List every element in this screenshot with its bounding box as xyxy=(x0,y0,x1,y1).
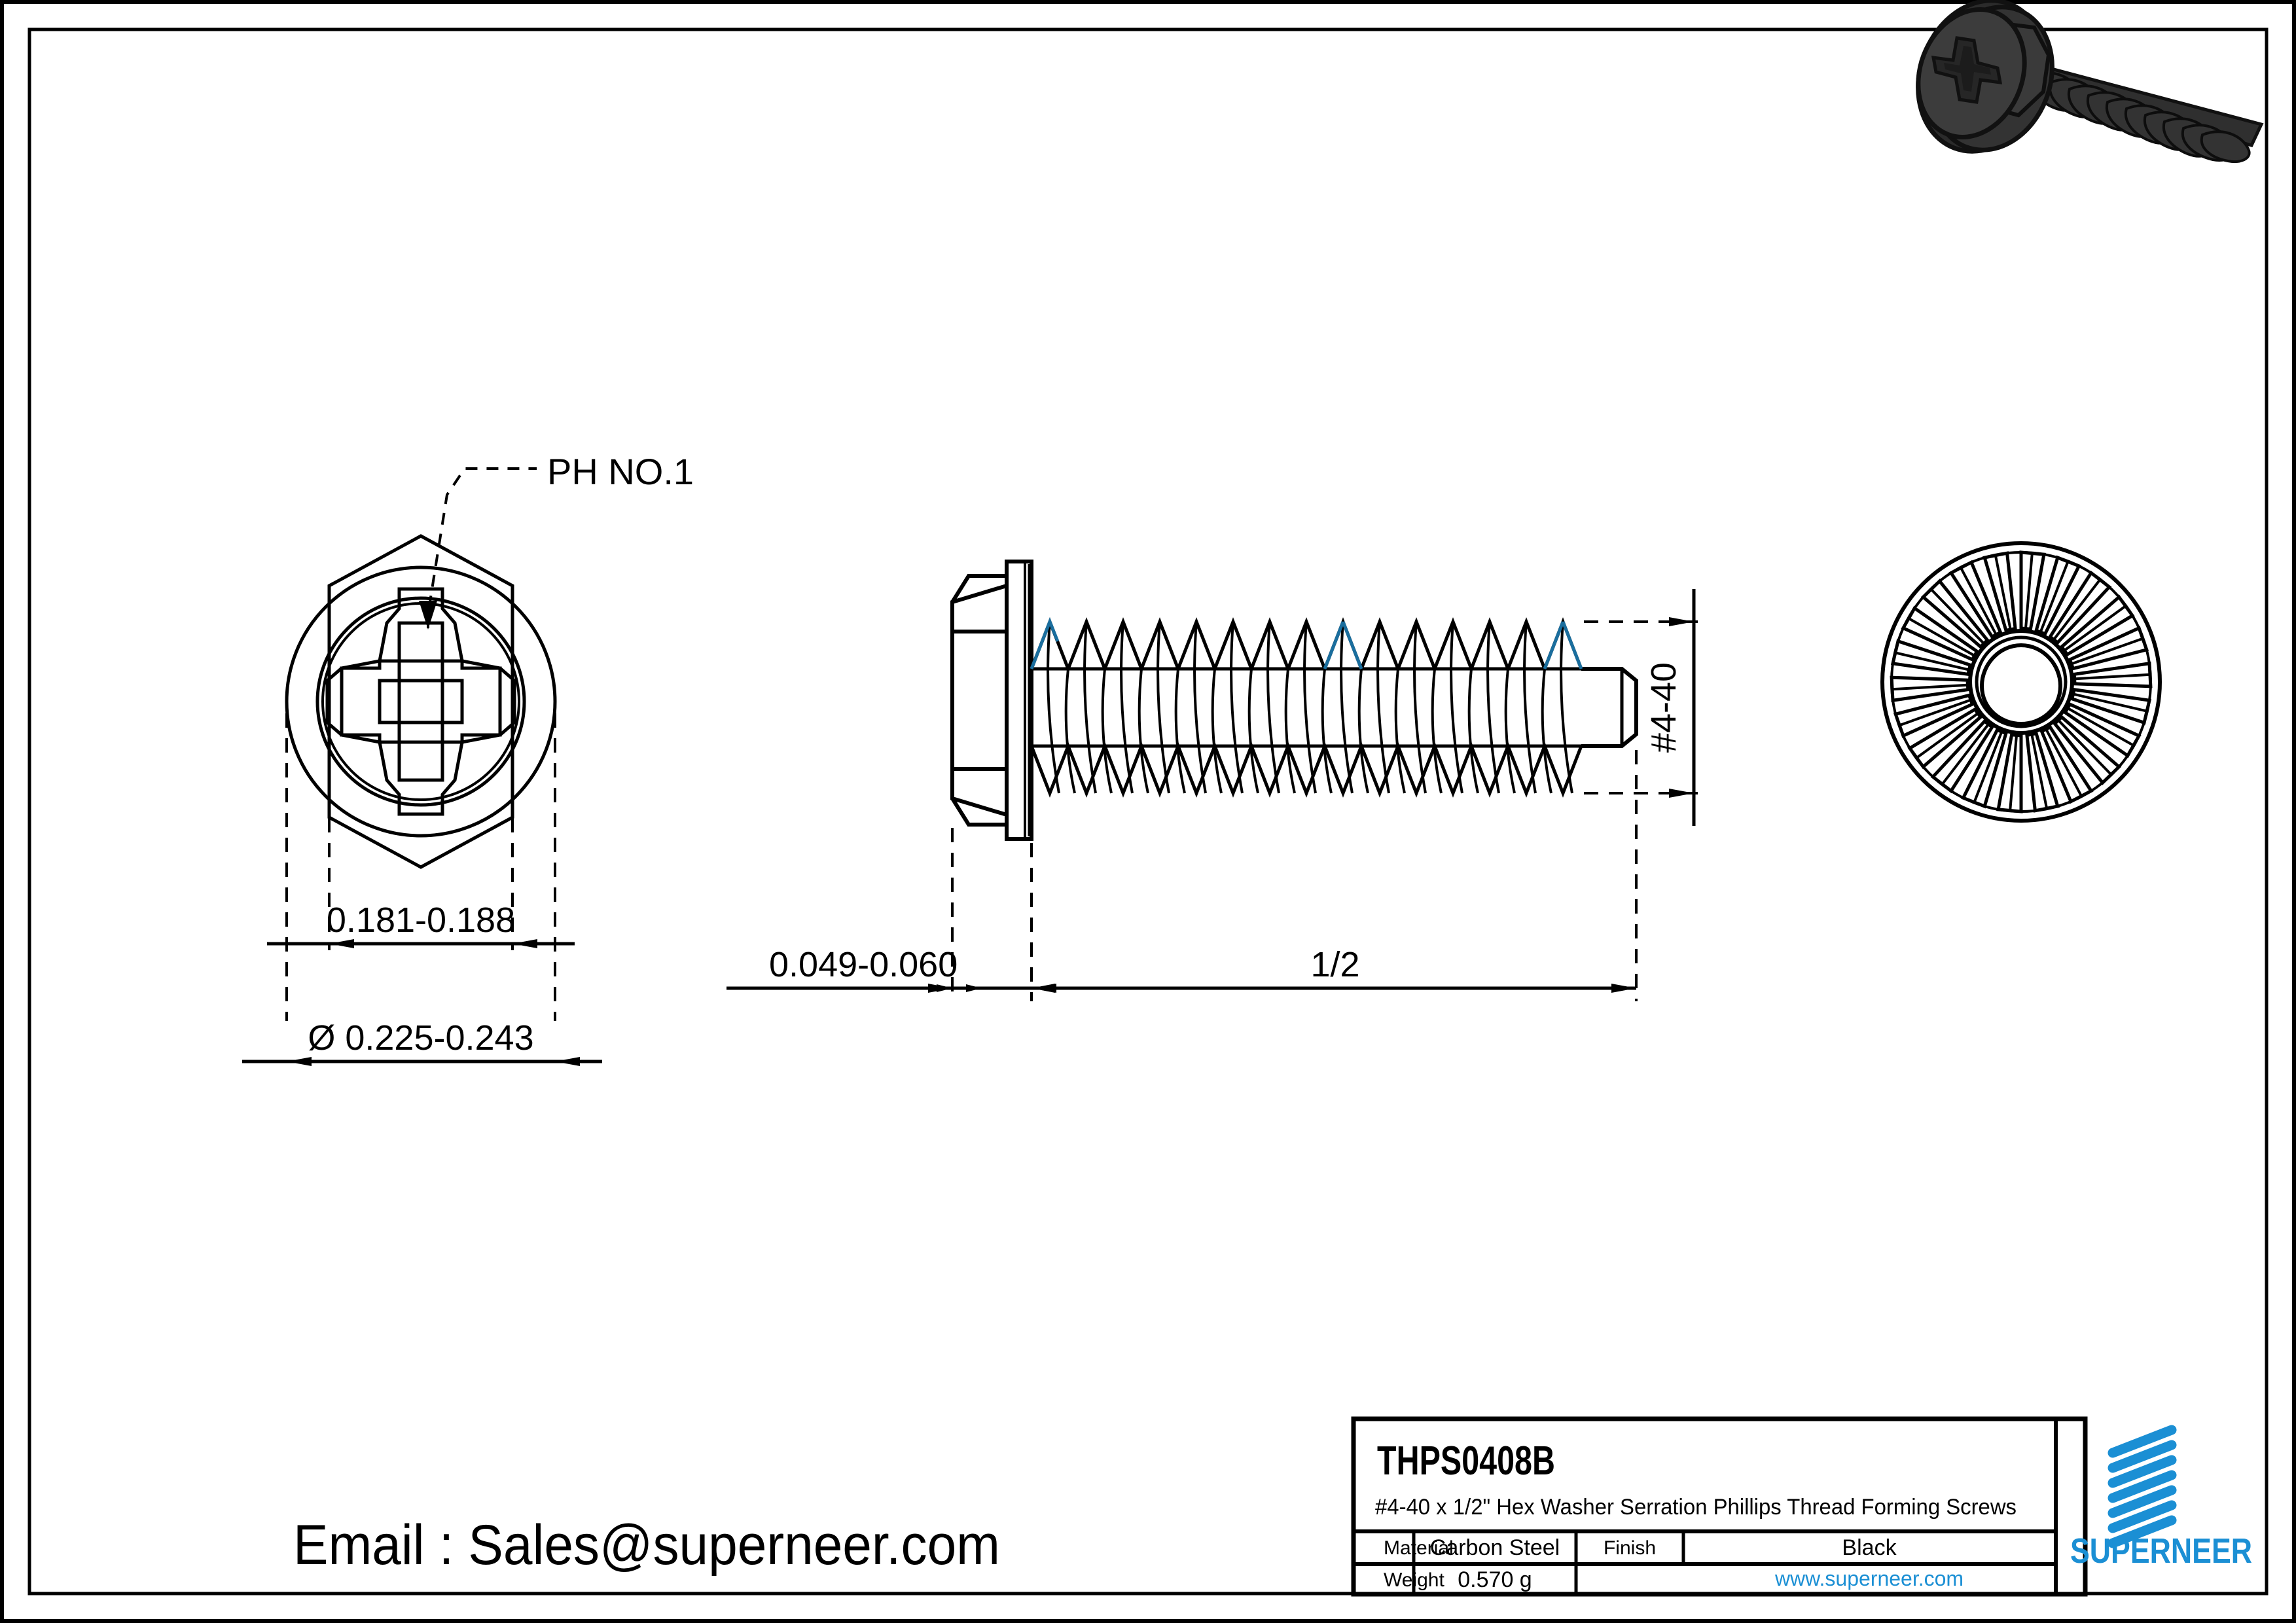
ph-no1-label: PH NO.1 xyxy=(547,451,694,492)
email-label: Email : Sales@superneer.com xyxy=(293,1514,1000,1577)
serration-underside-geometry xyxy=(1880,541,2162,823)
serration-facet xyxy=(2074,673,2151,681)
serration-tooth xyxy=(2068,626,2149,671)
serration-tooth xyxy=(1890,639,1973,677)
serration-facet xyxy=(2030,734,2049,810)
serration-facet xyxy=(2024,552,2034,629)
part-description: #4-40 x 1/2" Hex Washer Serration Philli… xyxy=(1375,1495,2017,1520)
material-value: Carbon Steel xyxy=(1430,1535,1560,1560)
serration-tooth xyxy=(1996,733,2023,813)
serration-facet xyxy=(2053,578,2102,641)
finish-label: Finish xyxy=(1604,1537,1656,1559)
serration-tooth xyxy=(2063,702,2142,758)
serration-tooth xyxy=(1948,560,2003,639)
serration-facet xyxy=(1973,731,2003,804)
serration-facet xyxy=(1898,698,1971,727)
serration-facet xyxy=(2057,719,2113,776)
isometric-screw-render xyxy=(1916,0,2264,163)
serration-tooth xyxy=(2059,594,2135,657)
side-profile-geometry xyxy=(950,560,1033,841)
serration-facet xyxy=(2009,735,2018,812)
serration-tooth xyxy=(2019,550,2046,631)
serration-tooth xyxy=(2034,555,2081,636)
serration-tooth xyxy=(1920,579,1990,649)
serration-facet xyxy=(2073,692,2148,713)
serration-tooth xyxy=(1907,707,1983,770)
serration-facet xyxy=(1929,588,1985,645)
sheet-inner-border xyxy=(27,27,2269,1596)
serration-tooth xyxy=(2053,715,2122,785)
superneer-logo-mark xyxy=(2108,1425,2177,1548)
side-view-extension-lines xyxy=(951,620,1702,1001)
website-link[interactable]: www.superneer.com xyxy=(1774,1567,1964,1590)
serration-tooth xyxy=(2047,570,2112,645)
serration-tooth xyxy=(2072,661,2153,688)
ph-no1-leader xyxy=(419,467,537,630)
serration-facet xyxy=(2039,560,2070,633)
serration-facet xyxy=(2067,707,2135,747)
serration-tooth xyxy=(1901,605,1979,662)
title-block-frame xyxy=(1351,1416,2088,1597)
head-height-dimension-label: 0.049-0.060 xyxy=(769,945,958,984)
threaded-shank xyxy=(1030,617,1638,798)
serration-facet xyxy=(2064,604,2127,652)
weight-value: 0.570 g xyxy=(1458,1567,1532,1592)
serration-facet xyxy=(2071,637,2144,666)
brand-wordmark: SUPERNEER xyxy=(2070,1531,2252,1571)
serration-tooth xyxy=(1982,551,2017,633)
serration-tooth xyxy=(1893,693,1975,738)
serration-tooth xyxy=(1890,675,1970,703)
weight-label: Weight xyxy=(1384,1569,1444,1591)
across-flats-dimension-label: 0.181-0.188 xyxy=(327,901,515,940)
serration-facet xyxy=(1994,554,2012,630)
head-diameter-dimension-label: Ø 0.225-0.243 xyxy=(308,1018,533,1058)
part-number: THPS0408B xyxy=(1377,1438,1555,1484)
serration-facet xyxy=(2045,728,2083,798)
serration-tooth xyxy=(2039,724,2094,804)
serration-facet xyxy=(1894,651,1969,671)
screw-length-dimension-label: 1/2 xyxy=(1310,945,1359,984)
serration-facet xyxy=(1892,683,1968,691)
serration-facet xyxy=(1959,566,1998,635)
thread-size-dimension-label: #4-40 xyxy=(1644,662,1683,753)
head-view-extension-lines xyxy=(285,713,556,1021)
material-label: Material xyxy=(1384,1537,1454,1559)
serration-tooth xyxy=(1930,719,1995,794)
serration-tooth xyxy=(1961,728,2008,809)
finish-value: Black xyxy=(1842,1535,1897,1560)
serration-tooth xyxy=(2025,731,2060,813)
serration-facet xyxy=(1907,616,1975,657)
serration-facet xyxy=(1915,712,1979,760)
serration-facet xyxy=(1941,723,1990,786)
serration-tooth xyxy=(2070,687,2152,725)
thread-highlight xyxy=(1030,617,1583,669)
